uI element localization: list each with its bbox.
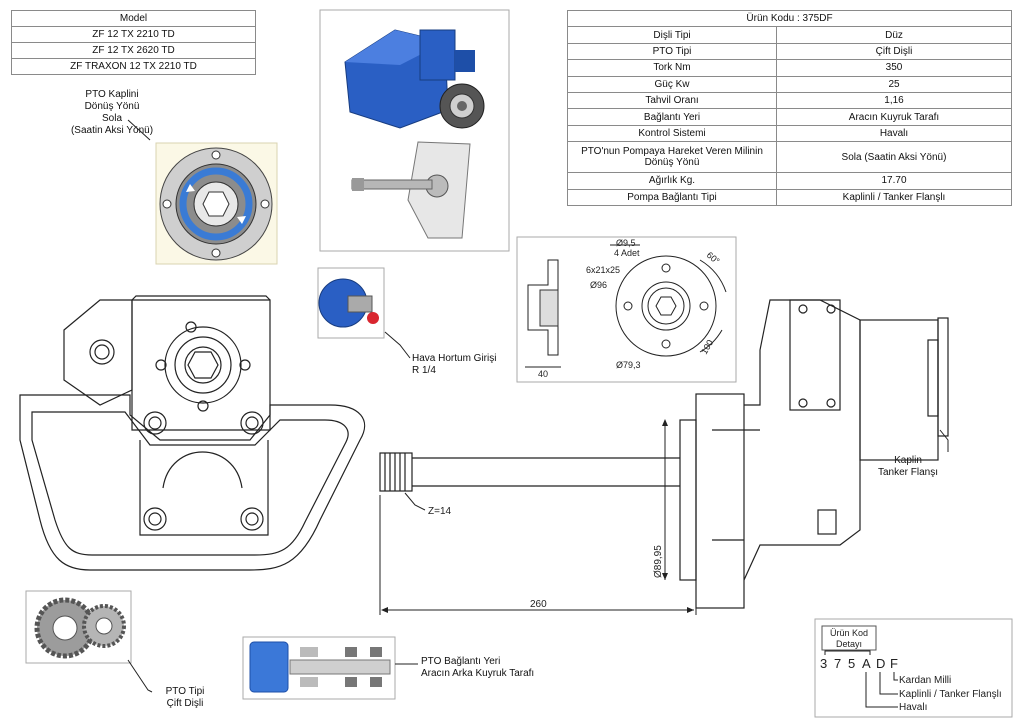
code-char: A (862, 656, 871, 671)
pto-side-view (379, 299, 949, 609)
air-inlet-label: Hava Hortum Girişi R 1/4 (412, 353, 496, 377)
air-inlet-line: R 1/4 (412, 365, 436, 376)
rotation-label-line: Sola (101, 113, 122, 124)
gear-type-label: PTO Tipi Çift Dişli (150, 686, 220, 710)
code-char: D (876, 656, 885, 671)
code-detail-title: Detayı (836, 639, 862, 649)
gear-leader (127, 659, 153, 693)
coupling-leader (939, 429, 949, 452)
connection-label: PTO Bağlantı Yeri Aracın Arka Kuyruk Tar… (421, 656, 534, 680)
rotation-label: PTO Kaplini Dönüş Yönü Sola (Saatin Aksi… (52, 89, 172, 137)
model-table: Model ZF 12 TX 2210 TD ZF 12 TX 2620 TD … (11, 10, 256, 75)
connection-label-line: PTO Bağlantı Yeri (421, 656, 501, 667)
code-char: 3 (820, 656, 827, 671)
flange-detail (516, 236, 737, 383)
spec-value: Havalı (776, 124, 1012, 143)
spec-value: Kaplinli / Tanker Flanşlı (776, 188, 1012, 206)
rotation-direction-icon (155, 142, 278, 265)
spline-label: Z=14 (428, 506, 452, 517)
air-inlet-leader (384, 331, 411, 359)
rotation-leader (127, 119, 151, 141)
flange-diameter-text: Ø89,95 (653, 545, 664, 578)
code-detail-title: Ürün Kod (830, 628, 868, 638)
shaft-length-dimension (379, 495, 697, 615)
truck-chassis-diagram (242, 636, 396, 700)
flange-thickness-text: 40 (538, 369, 548, 379)
rotation-label-line: (Saatin Aksi Yönü) (70, 125, 154, 136)
gear-label-line: PTO Tipi (165, 686, 205, 697)
gear-label-line: Çift Dişli (166, 698, 204, 709)
spec-value: Sola (Saatin Aksi Yönü) (776, 141, 1012, 174)
code-legend-item: Kaplinli / Tanker Flanşlı (899, 689, 1002, 700)
code-char: F (890, 656, 898, 671)
outer-diameter-text: Ø79,3 (616, 360, 641, 370)
spline-spec-text: 6x21x25 (586, 265, 620, 275)
shaft-length-text: 260 (530, 599, 547, 610)
hole-diameter-text: Ø9,5 (616, 238, 636, 248)
pto-front-view (19, 295, 366, 571)
spec-label: Pompa Bağlantı Tipi (567, 188, 777, 206)
gear-photo (25, 590, 132, 664)
code-legend-item: Kardan Milli (899, 675, 951, 686)
connection-label-line: Aracın Arka Kuyruk Tarafı (421, 668, 535, 679)
air-inlet-line: Hava Hortum Girişi (412, 353, 497, 364)
hole-count-text: 4 Adet (614, 248, 640, 258)
code-brackets (824, 650, 898, 708)
code-char: 7 (834, 656, 841, 671)
pcd-text: Ø96 (590, 280, 607, 290)
rotation-label-line: Dönüş Yönü (84, 101, 140, 112)
rotation-label-line: PTO Kaplini (85, 89, 139, 100)
pump-photo (319, 9, 510, 252)
air-inlet-photo (317, 267, 385, 339)
model-row: ZF TRAXON 12 TX 2210 TD (11, 58, 256, 75)
spline-leader (404, 492, 426, 511)
code-legend-item: Havalı (899, 702, 927, 713)
code-detail-box (814, 618, 1013, 718)
coupling-label-line: Tanker Flanşı (877, 467, 939, 478)
code-char: 5 (848, 656, 855, 671)
